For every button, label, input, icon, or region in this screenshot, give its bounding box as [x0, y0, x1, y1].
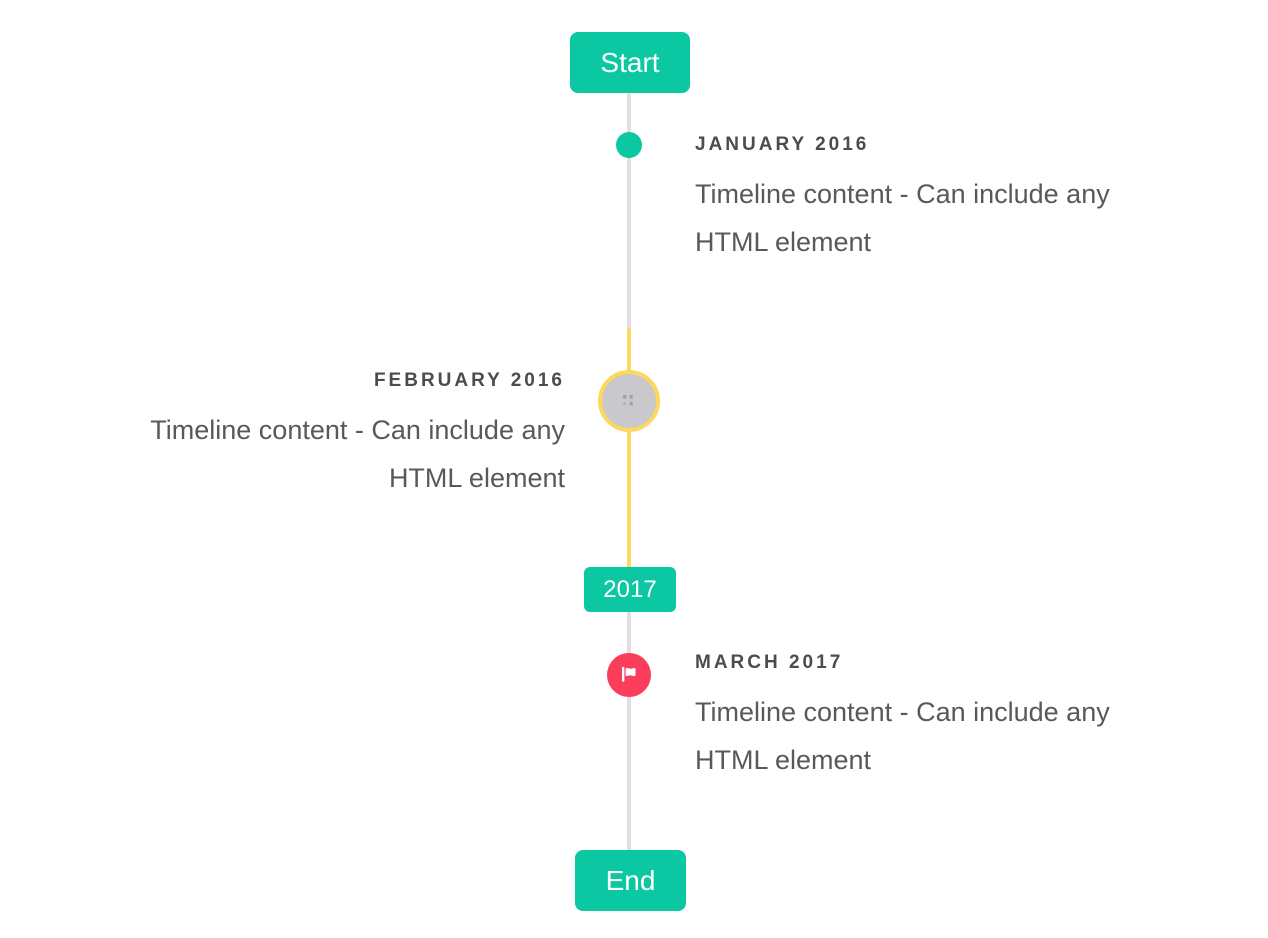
timeline-start-badge[interactable]: Start: [570, 32, 690, 93]
timeline-line-highlight-segment: [627, 328, 631, 567]
event-content: Timeline content - Can include any HTML …: [695, 179, 1110, 257]
timeline-end-badge[interactable]: End: [575, 850, 686, 911]
broken-image-icon: [623, 394, 633, 405]
flag-icon: [622, 666, 636, 682]
event-february-2016: FEBRUARY 2016 Timeline content - Can inc…: [85, 369, 565, 502]
event-date-label: MARCH 2017: [695, 652, 844, 673]
event-content: Timeline content - Can include any HTML …: [150, 415, 565, 493]
event-date-label: FEBRUARY 2016: [373, 370, 565, 391]
event-date-label: JANUARY 2016: [695, 134, 870, 155]
event-marker-dot: [616, 132, 642, 158]
event-marker-image-circle: [598, 370, 660, 432]
timeline-year-badge[interactable]: 2017: [584, 567, 676, 612]
event-content: Timeline content - Can include any HTML …: [695, 697, 1110, 775]
event-march-2017: MARCH 2017 Timeline content - Can includ…: [695, 651, 1175, 784]
event-january-2016: JANUARY 2016 Timeline content - Can incl…: [695, 133, 1175, 266]
event-marker-flag: [607, 653, 651, 697]
